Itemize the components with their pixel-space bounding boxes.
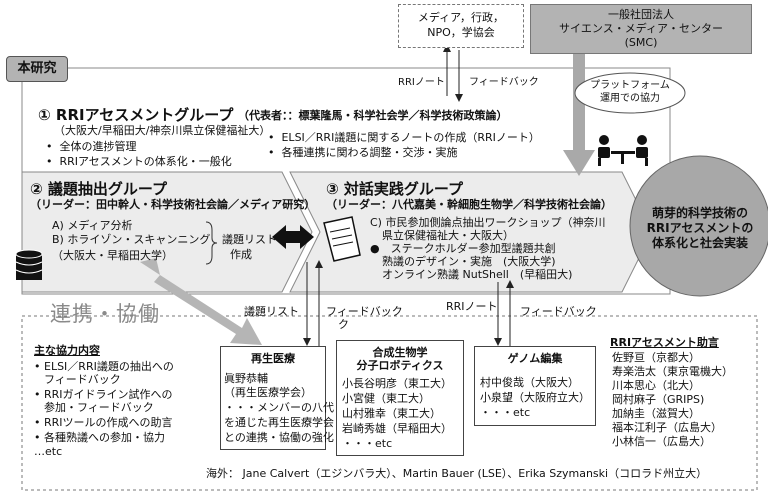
advisor-6: 福本江利子（広島大） bbox=[612, 421, 722, 434]
regen-line1: 眞野恭輔 bbox=[224, 372, 268, 385]
synbio-member-3: 山村雅幸（東工大） bbox=[342, 407, 441, 420]
group3-line5: オンライン熟議 NutShell (早稲田大) bbox=[382, 268, 573, 281]
smc-down-arrow bbox=[563, 50, 595, 176]
regen-line5: との連携・協働の強化 bbox=[224, 431, 334, 444]
advisor-2: 寿楽浩太（東京電機大） bbox=[612, 365, 733, 378]
bottom-flow-label-2: フィードバック bbox=[326, 305, 403, 318]
regen-line4: を通じた再生医療学会 bbox=[224, 416, 334, 429]
renkei-label: 連携・協働 bbox=[50, 302, 160, 326]
regen-line3: ・・・メンバーの八代 bbox=[224, 401, 334, 414]
group1-representative: （代表者：：標葉隆馬・科学社会学／科学技術政策論） bbox=[238, 109, 508, 122]
synbio-title2: 分子ロボティクス bbox=[356, 359, 444, 372]
synbio-member-1: 小長谷明彦（東工大） bbox=[342, 377, 452, 390]
regen-title: 再生医療 bbox=[251, 352, 295, 365]
bottom-flow-label-4: RRIノート bbox=[446, 300, 498, 313]
group1-bullet-left-2: • RRIアセスメントの体系化・一般化 bbox=[46, 155, 232, 168]
collaboration-arrow bbox=[154, 275, 262, 345]
group3-band bbox=[289, 171, 653, 293]
group2-item-affil: （大阪大・早稲田大学） bbox=[52, 249, 173, 262]
group2-title: ② 議題抽出グループ bbox=[30, 180, 168, 198]
cooperation-item-1: • ELSI／RRI議題の抽出への bbox=[34, 360, 174, 373]
advisor-1: 佐野亘（京都大） bbox=[612, 351, 700, 364]
group1-title: ① RRIアセスメントグループ bbox=[38, 106, 234, 124]
group-exchange-arrow bbox=[272, 225, 314, 249]
platform-bubble bbox=[574, 72, 686, 114]
cooperation-item-2b: 参加・フィードバック bbox=[44, 401, 154, 414]
circle-line1: 萌芽的科学技術の bbox=[651, 206, 748, 220]
smc-line2: サイエンス・メディア・センター bbox=[559, 22, 723, 35]
media-box-line2: NPO，学協会 bbox=[427, 26, 495, 39]
collaboration-area-border bbox=[21, 315, 758, 491]
database-icon bbox=[15, 249, 43, 280]
platform-line2: 運用での協力 bbox=[600, 93, 660, 104]
group2-side-line1: 議題リスト bbox=[222, 233, 277, 246]
bottom-flow-label-5: フィードバック bbox=[520, 305, 597, 318]
group2-leader: （リーダー：田中幹人・科学技術社会論／メディア研究） bbox=[30, 198, 316, 211]
genome-title: ゲノム編集 bbox=[507, 352, 563, 365]
group1-affiliation: （大阪大/早稲田大/神奈川県立保健福祉大） bbox=[54, 124, 271, 137]
advisor-5: 加納圭（滋賀大） bbox=[612, 407, 700, 420]
overseas-line: 海外： Jane Calvert（エジンバラ大）、Martin Bauer (L… bbox=[206, 467, 708, 480]
main-tab bbox=[6, 56, 68, 82]
advisor-4: 岡村麻子（GRIPS) bbox=[612, 393, 705, 406]
bracket bbox=[205, 221, 218, 265]
top-flow-label-left: RRIノート bbox=[398, 77, 445, 88]
group1-bullet-right-1: • ELSI／RRI議題に関するノートの作成（RRIノート） bbox=[268, 131, 540, 144]
cooperation-item-1b: フィードバック bbox=[44, 373, 121, 386]
group3-line3: ● ステークホルダー参加型議題共創 bbox=[370, 242, 556, 255]
main-tab-label: 本研究 bbox=[17, 61, 57, 76]
group3-title: ③ 対話実践グループ bbox=[326, 180, 464, 198]
group3-line4: 熟議のデザイン・実施 (大阪大学) bbox=[382, 255, 556, 268]
synbio-member-5: ・・・etc bbox=[342, 437, 393, 450]
genome-member-3: ・・・etc bbox=[480, 406, 531, 419]
genome-member-1: 村中俊哉（大阪大） bbox=[480, 376, 579, 389]
cooperation-item-4: • 各種熟議への参加・協力 bbox=[34, 431, 165, 444]
circle-line3: 体系化と社会実装 bbox=[651, 236, 748, 250]
cooperation-item-5: …etc bbox=[34, 445, 63, 458]
document-icon bbox=[323, 216, 361, 262]
cooperation-item-2: • RRIガイドライン試作への bbox=[34, 388, 173, 401]
synbio-member-2: 小宮健（東工大） bbox=[342, 392, 430, 405]
goal-circle bbox=[629, 155, 768, 297]
top-flow-label-right: フィードバック bbox=[469, 77, 539, 88]
bottom-flow-label-3: ク bbox=[338, 318, 349, 331]
genome-box bbox=[474, 346, 596, 426]
advisor-7: 小林信一（広島大） bbox=[612, 435, 711, 448]
group2-item-a: A) メディア分析 bbox=[52, 219, 133, 232]
group3-line2: 県立保健福祉大・大阪大） bbox=[382, 229, 514, 242]
cooperation-item-3: • RRIツールの作成への助言 bbox=[34, 416, 173, 429]
group2-side-line2: 作成 bbox=[230, 248, 252, 261]
group3-leader: （リーダー：八代嘉美・幹細胞生物学／科学技術社会論） bbox=[326, 198, 612, 211]
advisors-title: RRIアセスメント助言 bbox=[610, 336, 719, 349]
advisor-3: 川本思心（北大） bbox=[612, 379, 700, 392]
group1-bullet-right-2: • 各種連携に関わる調整・交渉・実施 bbox=[268, 146, 458, 159]
smc-line3: (SMC) bbox=[624, 36, 658, 49]
smc-line1: 一般社団法人 bbox=[608, 8, 674, 21]
platform-line1: プラットフォーム bbox=[590, 80, 670, 91]
media-box bbox=[398, 4, 524, 48]
smc-box bbox=[530, 4, 752, 54]
group1-bullet-left-1: • 全体の進捗管理 bbox=[46, 140, 137, 153]
regen-line2: （再生医療学会） bbox=[224, 386, 312, 399]
media-box-line1: メディア，行政， bbox=[417, 11, 505, 24]
meeting-icon bbox=[598, 135, 648, 166]
synbio-box bbox=[336, 340, 464, 456]
circle-line2: RRIアセスメントの bbox=[646, 221, 754, 235]
bottom-flow-label-1: 議題リスト bbox=[244, 305, 299, 318]
cooperation-title: 主な協力内容 bbox=[34, 344, 100, 357]
synbio-member-4: 岩崎秀雄（早稲田大） bbox=[342, 422, 452, 435]
group3-line1: C) 市民参加側論点抽出ワークショップ（神奈川 bbox=[370, 216, 606, 229]
synbio-title1: 合成生物学 bbox=[372, 346, 428, 359]
genome-member-2: 小泉望（大阪府立大） bbox=[480, 391, 590, 404]
group2-item-b: B) ホライゾン・スキャンニング bbox=[52, 233, 211, 246]
regen-box bbox=[220, 346, 326, 450]
